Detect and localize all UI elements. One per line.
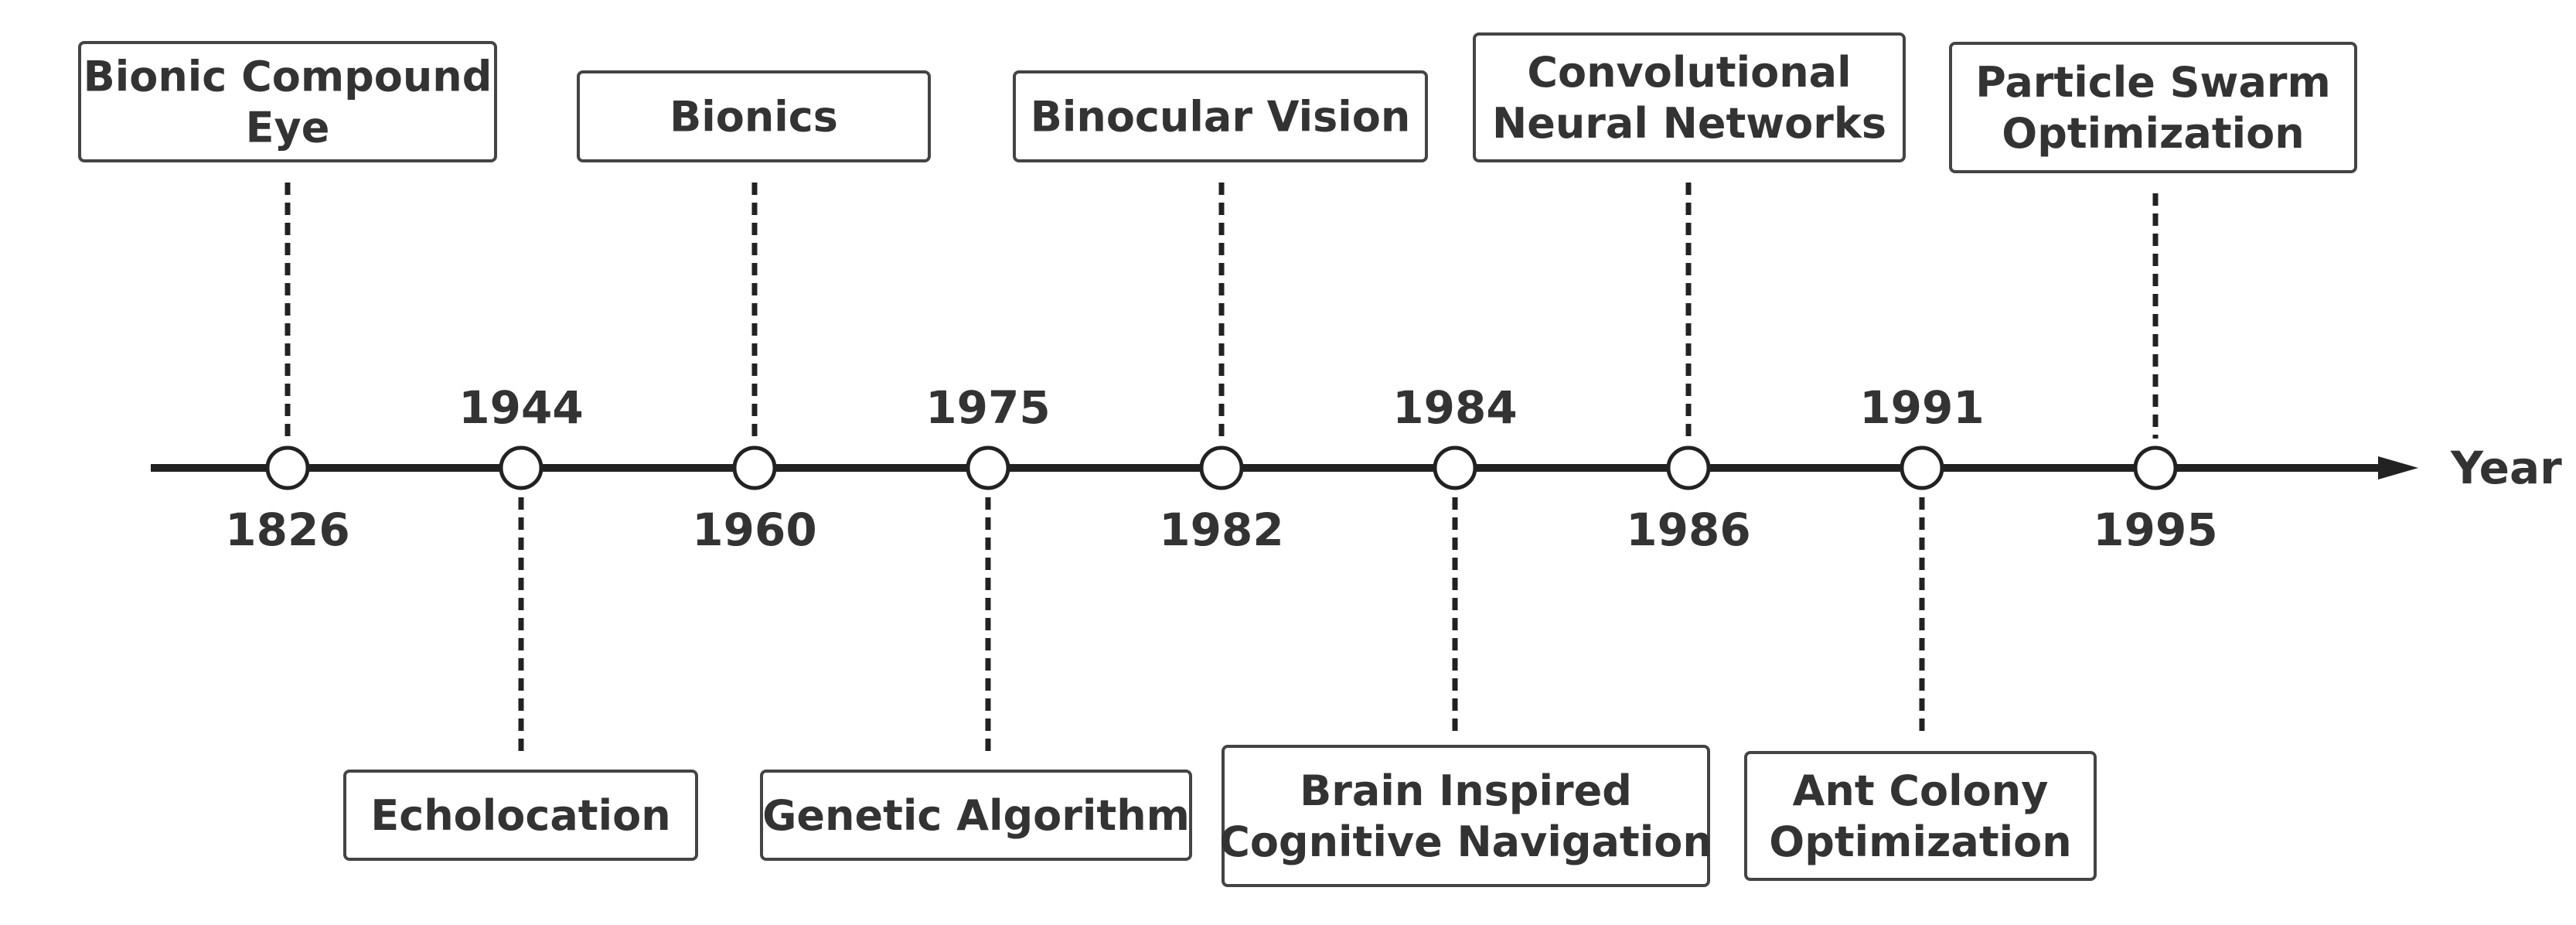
event-box (1222, 745, 1710, 887)
event-label-line: Neural Networks (1492, 99, 1886, 148)
event-year: 1991 (1859, 381, 1984, 434)
events-layer: Bionic CompoundEye1826Echolocation1944Bi… (78, 32, 2357, 887)
axis-label: Year (2450, 442, 2562, 494)
axis-arrow-icon (2378, 456, 2418, 480)
event-box (343, 770, 698, 861)
timeline-node (1199, 445, 1244, 490)
timeline-node (1900, 445, 1944, 490)
timeline-node (265, 445, 310, 490)
event-label-line: Optimization (2002, 109, 2304, 158)
timeline-node (2133, 445, 2178, 490)
event-box (577, 70, 931, 162)
event-label-line: Eye (246, 104, 330, 152)
event-box (78, 41, 497, 162)
event-label-line: Convolutional (1527, 48, 1851, 97)
event-label-line: Brain Inspired (1300, 766, 1632, 815)
event-year: 1982 (1159, 503, 1283, 556)
event-label-line: Binocular Vision (1031, 93, 1411, 142)
event-box (1473, 32, 1906, 162)
event-year: 1826 (225, 503, 349, 556)
event-box (1013, 70, 1428, 162)
timeline-event: Echolocation 1944 (343, 381, 698, 861)
event-year: 1960 (692, 503, 816, 556)
event-year: 1975 (925, 381, 1050, 434)
timeline-node (1433, 445, 1477, 490)
timeline-node (499, 445, 543, 490)
timeline-node (1666, 445, 1711, 490)
event-year: 1984 (1392, 381, 1517, 434)
event-label-line: Particle Swarm (1975, 58, 2331, 107)
timeline-event: Genetic Algorithm 1975 (760, 381, 1192, 861)
timeline-node (732, 445, 777, 490)
event-year: 1986 (1626, 503, 1750, 556)
timeline-node (966, 445, 1010, 490)
event-box (760, 770, 1192, 861)
event-label-line: Bionics (670, 93, 838, 142)
event-year: 1995 (2093, 503, 2217, 556)
event-box (1949, 42, 2357, 173)
event-label-line: Cognitive Navigation (1219, 817, 1712, 866)
timeline-event: Bionics 1960 (577, 70, 931, 556)
event-box (1744, 751, 2097, 881)
event-label-line: Ant Colony (1793, 766, 2049, 815)
event-label-line: Genetic Algorithm (762, 791, 1190, 840)
event-label-line: Optimization (1769, 817, 2071, 866)
event-label-line: Echolocation (370, 791, 670, 840)
timeline-event: Binocular Vision 1982 (1013, 70, 1428, 556)
event-label-line: Bionic Compound (83, 53, 492, 101)
event-year: 1944 (458, 381, 583, 434)
